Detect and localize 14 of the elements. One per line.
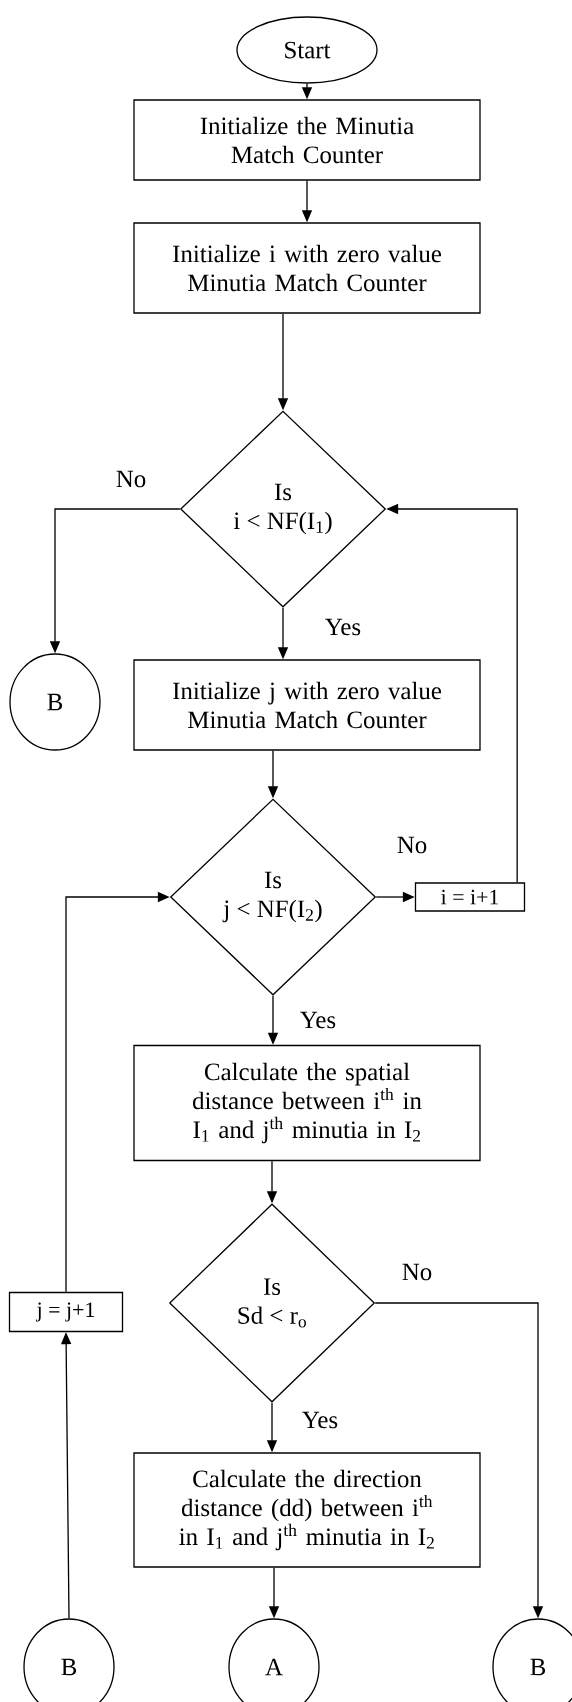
process-box: i = i+1 (414, 882, 526, 912)
terminal-oval: Start (236, 16, 378, 84)
edge-label: Yes (323, 617, 363, 637)
edge-label: No (400, 1262, 434, 1282)
edge-label: Yes (300, 1410, 340, 1430)
process-box: Initialize the Minutia Match Counter (133, 99, 481, 181)
process-box: Initialize j with zero value Minutia Match Counter (133, 659, 481, 751)
edge-label: Yes (298, 1010, 338, 1030)
process-box: Calculate the direction distance (dd) between i$^{th}$ in I$_{1}$ and j$^{th}$ minutia in I$_{2}$ (133, 1452, 481, 1568)
edge-label: No (395, 835, 429, 855)
process-box: j = j+1 (8, 1291, 124, 1333)
edge-label: No (114, 469, 148, 489)
process-box: Calculate the spatial distance between i$^{th}$ in I$_{1}$ and j$^{th}$ minutia in I$_{2}$ (133, 1044, 481, 1162)
process-box: Initialize i with zero value Minutia Match Counter (133, 222, 481, 314)
